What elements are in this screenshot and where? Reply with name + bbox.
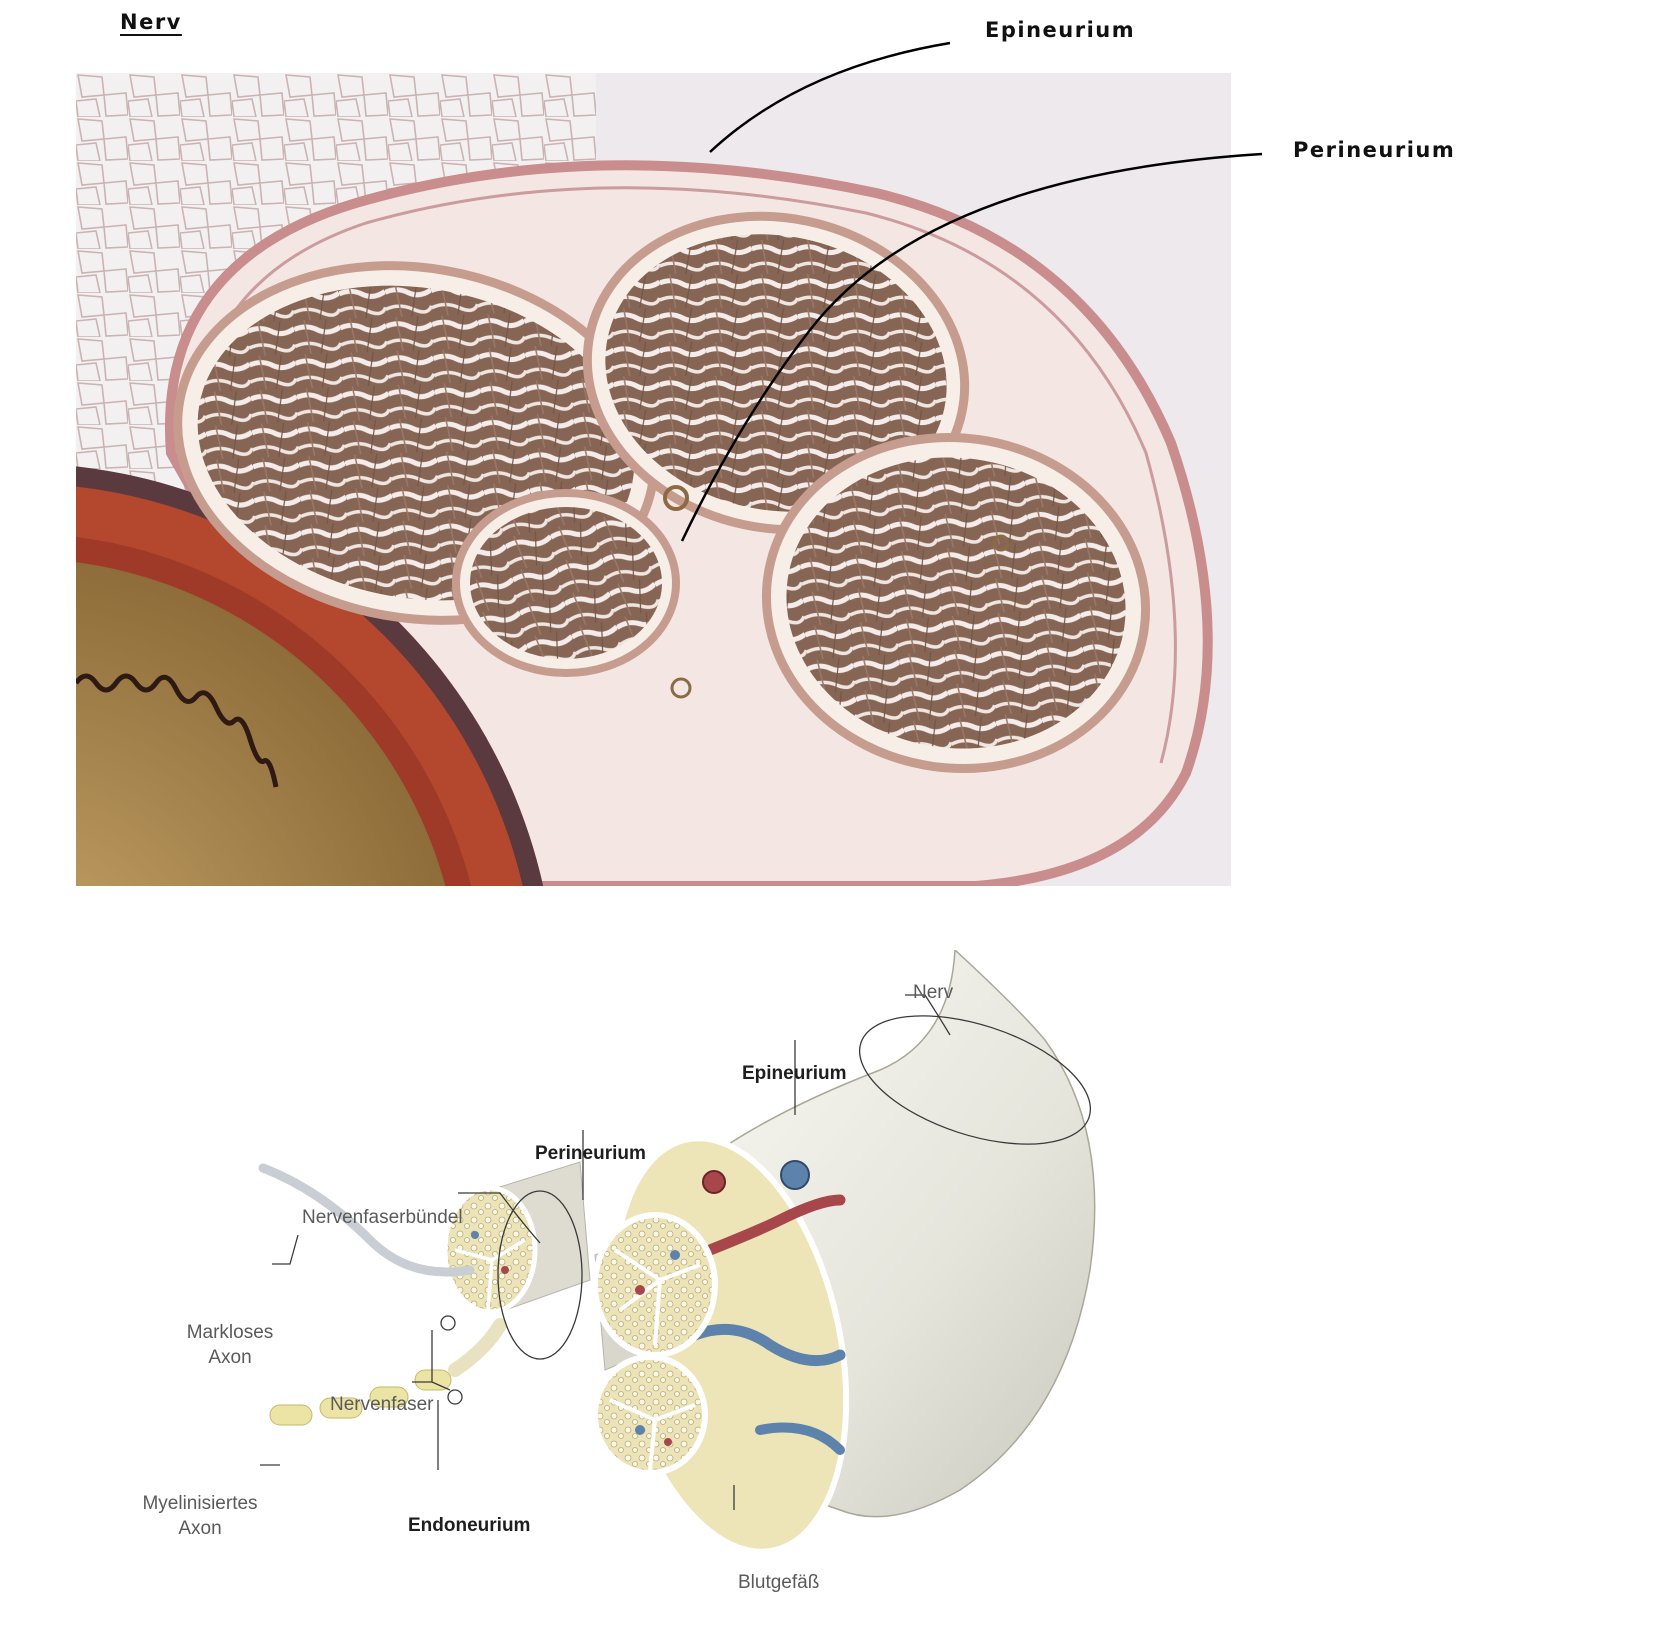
page-title: Nerv bbox=[120, 10, 182, 34]
unmyelinated-axon bbox=[258, 1163, 475, 1277]
perineurium-photo-label: Perineurium bbox=[1293, 138, 1456, 162]
fascicle-4 bbox=[761, 432, 1151, 774]
blood-vessel-lower bbox=[755, 1422, 845, 1455]
nerve-fiber-bundle bbox=[442, 1161, 591, 1315]
fascicle-upper bbox=[592, 1212, 718, 1371]
epineurium-diagram-label: Epineurium bbox=[742, 1063, 847, 1084]
perineurium-diagram-label: Perineurium bbox=[535, 1143, 646, 1164]
endoneurium-label: Endoneurium bbox=[408, 1515, 531, 1536]
nervenfaserbuendel-label: Nervenfaserbündel bbox=[302, 1207, 463, 1228]
fascicle-3 bbox=[452, 489, 680, 677]
artery-branch bbox=[704, 1194, 846, 1256]
myelinated-axon bbox=[269, 1318, 507, 1426]
artery-wall bbox=[76, 466, 544, 886]
nerve-schematic bbox=[258, 950, 1096, 1555]
nerve-micrograph bbox=[76, 73, 1231, 886]
fascicle-lower bbox=[592, 1354, 708, 1476]
schematic-leaders bbox=[260, 994, 1092, 1510]
perineurium-photo-leader bbox=[680, 152, 1263, 542]
nerv-label: Nerv bbox=[913, 982, 954, 1003]
markloses-axon-label: Markloses Axon bbox=[186, 1322, 274, 1368]
epineurium-photo-leader bbox=[709, 41, 951, 153]
blutgefaess-label: Blutgefäß bbox=[738, 1572, 820, 1593]
vein-branch bbox=[689, 1323, 846, 1367]
artery-section bbox=[702, 1170, 726, 1194]
small-vessels bbox=[663, 485, 1010, 699]
epineurium-photo-label: Epineurium bbox=[985, 18, 1136, 42]
vein-section bbox=[780, 1160, 810, 1190]
myelinisiertes-axon-label: Myelinisiertes Axon bbox=[142, 1493, 258, 1539]
photo-leaders bbox=[680, 41, 1263, 542]
nervenfaser-label: Nervenfaser bbox=[330, 1394, 434, 1415]
